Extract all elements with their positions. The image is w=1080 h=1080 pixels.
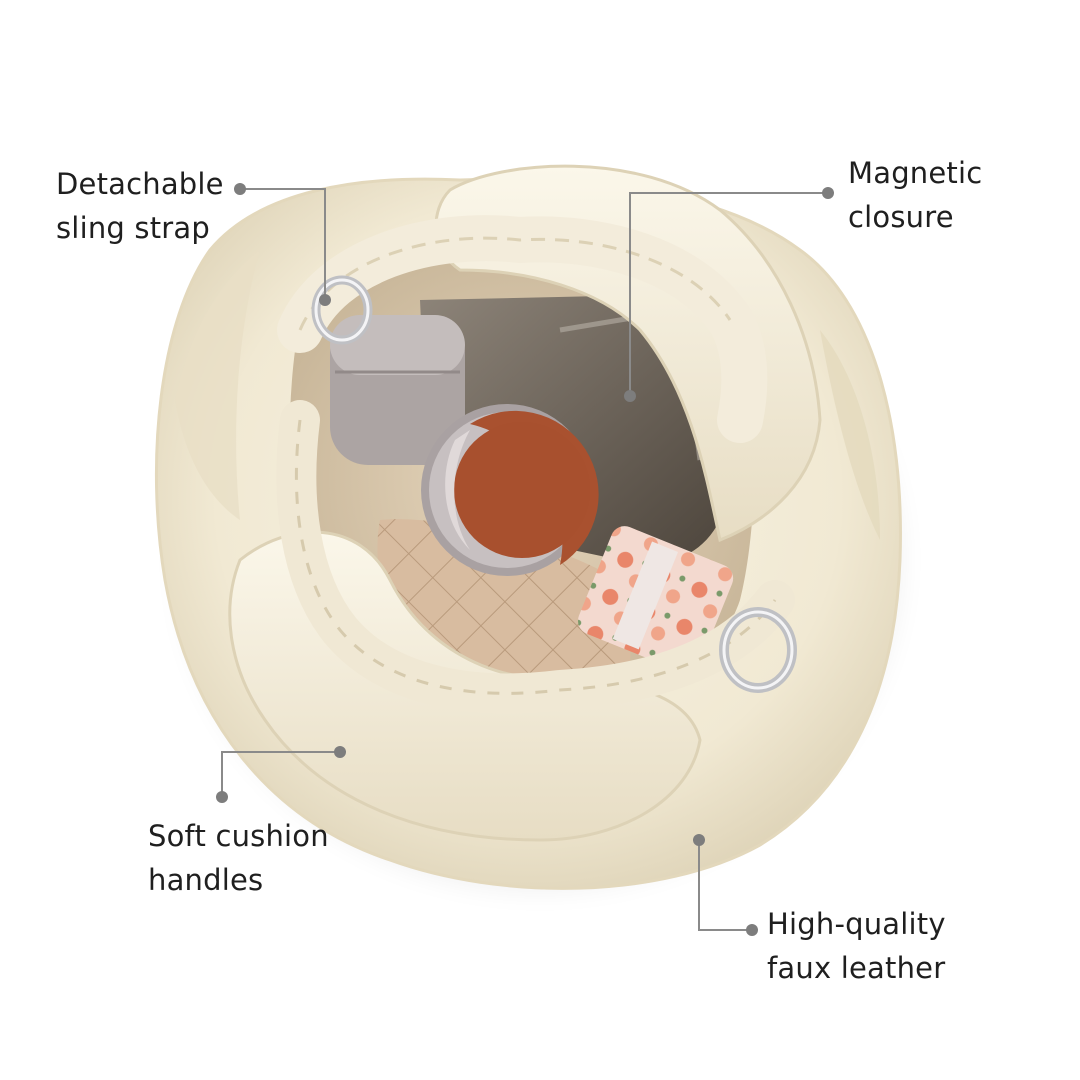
- callout-line: Magnetic: [848, 156, 983, 190]
- callout-line: handles: [148, 863, 264, 897]
- metal-ring-left: [311, 275, 373, 345]
- callout-line: closure: [848, 200, 954, 234]
- callout-line: sling strap: [56, 211, 211, 245]
- callout-lines: [221, 188, 828, 931]
- callout-line: Soft cushion: [148, 819, 329, 853]
- lip-balm-tin: [421, 404, 599, 576]
- callout-magnetic-closure: Magnetic closure: [848, 151, 982, 239]
- metal-ring-right: [719, 607, 797, 693]
- callout-line: Detachable: [56, 167, 224, 201]
- callout-detachable-sling-strap: Detachable sling strap: [56, 162, 224, 250]
- callout-dots: [216, 183, 834, 936]
- floral-case: [577, 526, 734, 673]
- callout-soft-cushion-handles: Soft cushion handles: [148, 814, 329, 902]
- callout-line: High-quality: [767, 907, 946, 941]
- callout-faux-leather: High-quality faux leather: [767, 902, 946, 990]
- callout-line: faux leather: [767, 951, 946, 985]
